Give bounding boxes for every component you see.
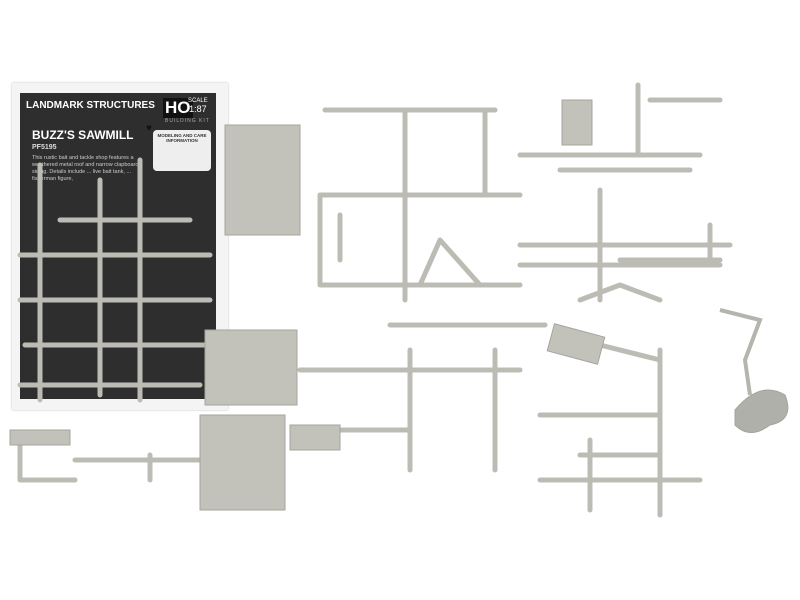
sprue-top-right (517, 82, 723, 173)
kit-code: PF5195 (32, 144, 57, 151)
sprue-bottom-right (537, 342, 703, 518)
box-part (289, 424, 341, 451)
sprue-bottom-left (17, 437, 203, 483)
sprue-mid-right (517, 187, 733, 303)
sprue-left-card (17, 157, 213, 403)
floor-panel (199, 414, 286, 511)
wall-panel (204, 329, 298, 406)
rock-part (734, 389, 789, 433)
kit-description: This rustic bait and tackle shop feature… (32, 155, 139, 182)
scale-ratio: 1:87 (189, 104, 207, 114)
ladder-part (9, 429, 71, 446)
kit-type: BUILDING KIT (165, 118, 210, 124)
brand-logo: LANDMARK STRUCTURES (26, 100, 155, 111)
wall-panel (224, 124, 301, 236)
chest-part (546, 323, 606, 365)
scale-word: SCALE (188, 98, 208, 104)
rock-part (719, 308, 763, 396)
box-part (561, 99, 593, 146)
scale-label: HO (163, 98, 193, 118)
sprue-top-middle (317, 107, 523, 303)
heart-icon: ♥ (146, 123, 152, 134)
sprue-bottom-middle (297, 322, 548, 473)
kit-title: BUZZ'S SAWMILL (32, 128, 134, 142)
care-info-box: MODELING AND CARE INFORMATION (153, 130, 211, 171)
